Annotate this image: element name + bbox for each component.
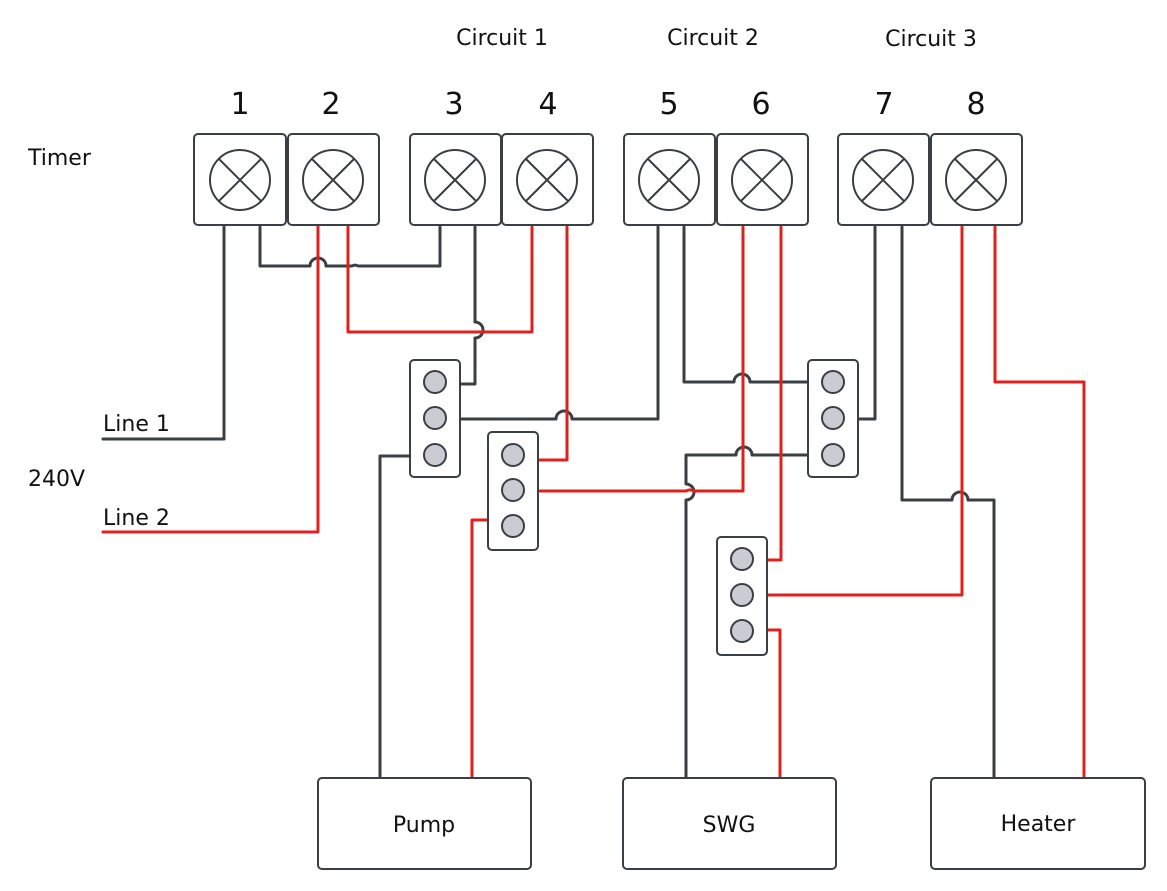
wire-t6-to-jb4 [765, 225, 783, 562]
swg-label: SWG [703, 813, 756, 838]
terminal-7 [837, 133, 930, 226]
terminal-4-number: 4 [538, 87, 557, 122]
terminal-6 [716, 133, 809, 226]
pump-label: Pump [393, 813, 455, 838]
terminal-6-number: 6 [751, 87, 770, 122]
wire-t7-to-jb2 [856, 225, 877, 421]
timer-label: Timer [27, 146, 92, 171]
wire-t8-to-heater [993, 225, 1086, 780]
lamp-cross-icon [740, 158, 784, 202]
terminal-8-number: 8 [966, 87, 985, 122]
pump-box: Pump [317, 777, 532, 870]
terminal-3-number: 3 [444, 87, 463, 122]
terminal-5 [623, 133, 716, 226]
wire-t5-neutral-to-jb2 [682, 225, 810, 384]
terminal-8 [930, 133, 1023, 226]
lamp-cross-icon [433, 158, 477, 202]
terminal-1-number: 1 [230, 87, 249, 122]
lamp-cross-icon [525, 158, 569, 202]
wire-line2-to-t2 [101, 225, 320, 534]
wire-line1-to-t1 [101, 225, 226, 441]
lamp-cross-icon [647, 158, 691, 202]
heater-box: Heater [930, 777, 1146, 870]
wire-jb3-to-t6 [538, 225, 745, 493]
terminal-2-number: 2 [321, 87, 340, 122]
wire-jb1-to-t5 [458, 225, 660, 421]
lamp-cross-icon [954, 158, 998, 202]
circuit-2-label: Circuit 2 [667, 26, 759, 51]
wire-jb2-to-swg [684, 445, 810, 780]
lamp-cross-icon [861, 158, 905, 202]
lamp-cross-icon [218, 158, 262, 202]
terminal-4 [501, 133, 594, 226]
terminal-3 [409, 133, 502, 226]
wire-t7-neutral-to-heater [900, 225, 996, 780]
line-2-label: Line 2 [103, 506, 170, 531]
wire-t4-to-jb3 [538, 225, 569, 462]
junction-block-pump-neutral [409, 359, 461, 478]
heater-label: Heater [1001, 812, 1077, 837]
junction-block-pump-live [487, 431, 539, 551]
wire-jb4-to-swg [765, 628, 782, 780]
circuit-1-label: Circuit 1 [456, 26, 548, 51]
terminal-1 [193, 133, 287, 226]
wire-t3-to-jb1 [458, 225, 485, 386]
junction-block-swg-live [716, 536, 768, 656]
line-1-label: Line 1 [103, 412, 170, 437]
junction-block-swg-neutral [807, 359, 859, 478]
wire-jb3-to-pump [470, 518, 490, 780]
lamp-cross-icon [311, 158, 355, 202]
wire-jb1-to-pump [378, 454, 412, 780]
swg-box: SWG [622, 777, 837, 870]
terminal-7-number: 7 [874, 87, 893, 122]
wire-t8-to-jb4 [765, 225, 964, 597]
circuit-3-label: Circuit 3 [885, 27, 977, 52]
terminal-2 [287, 133, 380, 226]
wire-t2-neutral-to-t3 [258, 225, 442, 268]
voltage-label: 240V [28, 467, 85, 492]
wire-t2-to-t4 [346, 225, 534, 334]
terminal-5-number: 5 [659, 87, 678, 122]
